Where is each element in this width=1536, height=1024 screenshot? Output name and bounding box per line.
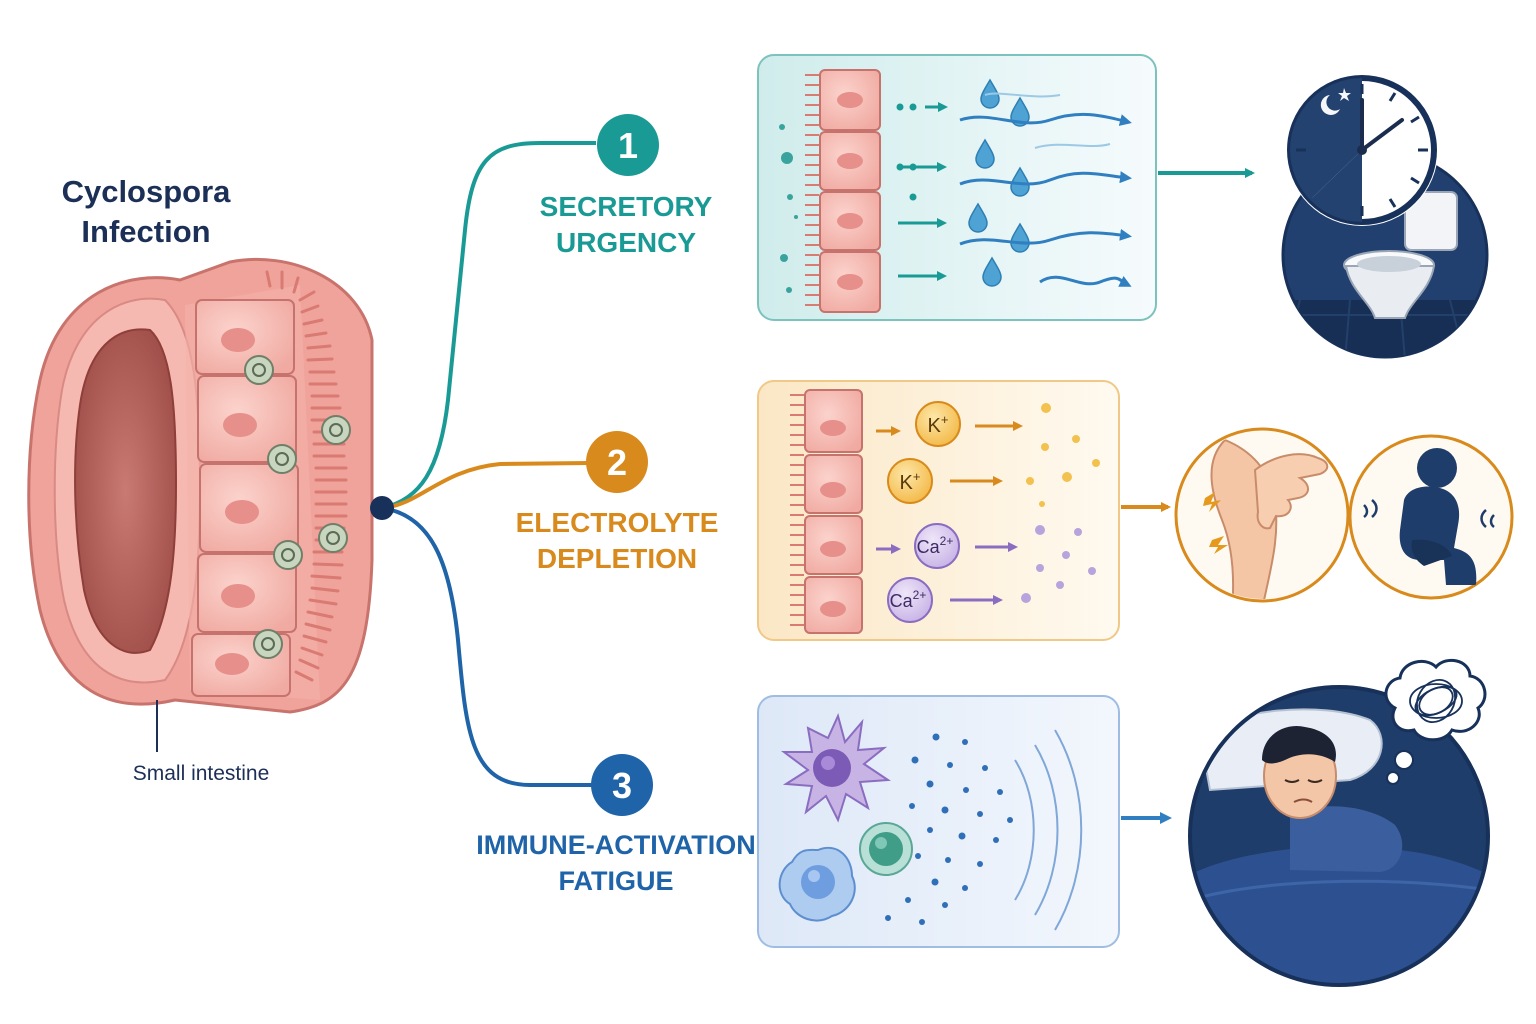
branch-line-2: [381, 461, 591, 510]
badge-1-number: 1: [618, 125, 638, 166]
branch-3-label-line-2: FATIGUE: [558, 866, 673, 896]
branch-3: 3 IMMUNE-ACTIVATION FATIGUE: [476, 754, 756, 896]
calcium-ion: Ca2+: [887, 577, 933, 623]
parasite-icon: [267, 444, 297, 474]
potassium-charge: +: [913, 469, 921, 484]
immune-cell-icon: [859, 822, 913, 876]
calcium-ion: Ca2+: [914, 523, 960, 569]
immune-cell-icon: [781, 713, 891, 823]
badge-2: [586, 431, 648, 493]
calcium-charge: 2+: [940, 534, 954, 548]
immune-cell-icon: [778, 847, 856, 922]
parasite-icon: [244, 355, 274, 385]
night-clock-icon: [1286, 74, 1438, 226]
branch-2: 2 ELECTROLYTE DEPLETION: [516, 431, 719, 574]
potassium-symbol: K: [928, 415, 942, 437]
calcium-symbol: Ca: [890, 591, 914, 611]
potassium-ion: K+: [915, 401, 961, 447]
svg-text:K+: K+: [900, 469, 921, 494]
badge-3: [591, 754, 653, 816]
badge-2-number: 2: [607, 442, 627, 483]
electrolyte-panel: K+ K+ Ca2+ Ca2+: [757, 380, 1120, 641]
cyclospora-oocysts: [244, 355, 351, 659]
immune-panel: [757, 695, 1120, 948]
branch-1-label-line-2: URGENCY: [556, 227, 696, 258]
potassium-symbol: K: [900, 472, 914, 494]
calcium-symbol: Ca: [917, 537, 941, 557]
title-line-1: Cyclospora: [62, 174, 232, 209]
parasite-icon: [273, 540, 303, 570]
badge-3-number: 3: [612, 765, 632, 806]
svg-text:Ca2+: Ca2+: [917, 534, 954, 557]
branch-line-3: [381, 506, 592, 787]
branch-1: 1 SECRETORY URGENCY: [540, 114, 713, 258]
parasite-icon: [253, 629, 283, 659]
branch-2-label-line-2: DEPLETION: [537, 543, 697, 574]
calcium-charge: 2+: [913, 588, 927, 602]
potassium-charge: +: [941, 412, 949, 427]
origin-node: [370, 496, 394, 520]
branch-3-label-line-1: IMMUNE-ACTIVATION: [476, 830, 755, 860]
branch-2-label-line-1: ELECTROLYTE: [516, 507, 719, 538]
small-intestine-illustration: [27, 257, 374, 752]
parasite-icon: [318, 523, 348, 553]
epithelial-cells: [191, 299, 299, 697]
title-line-2: Infection: [81, 214, 210, 249]
intestine-lumen: [74, 328, 178, 654]
tangled-thought-icon: [1384, 658, 1487, 785]
potassium-ion: K+: [887, 458, 933, 504]
svg-text:Ca2+: Ca2+: [890, 588, 927, 611]
branch-line-1: [381, 141, 596, 510]
branch-1-label-line-1: SECRETORY: [540, 191, 713, 222]
intestine-label: Small intestine: [133, 762, 270, 785]
weak-person-icon: [1348, 434, 1514, 600]
badge-1: [597, 114, 659, 176]
parasite-icon: [321, 415, 351, 445]
leg-cramp-icon: [1174, 427, 1350, 603]
secretory-panel: [757, 54, 1157, 321]
svg-text:K+: K+: [928, 412, 949, 437]
